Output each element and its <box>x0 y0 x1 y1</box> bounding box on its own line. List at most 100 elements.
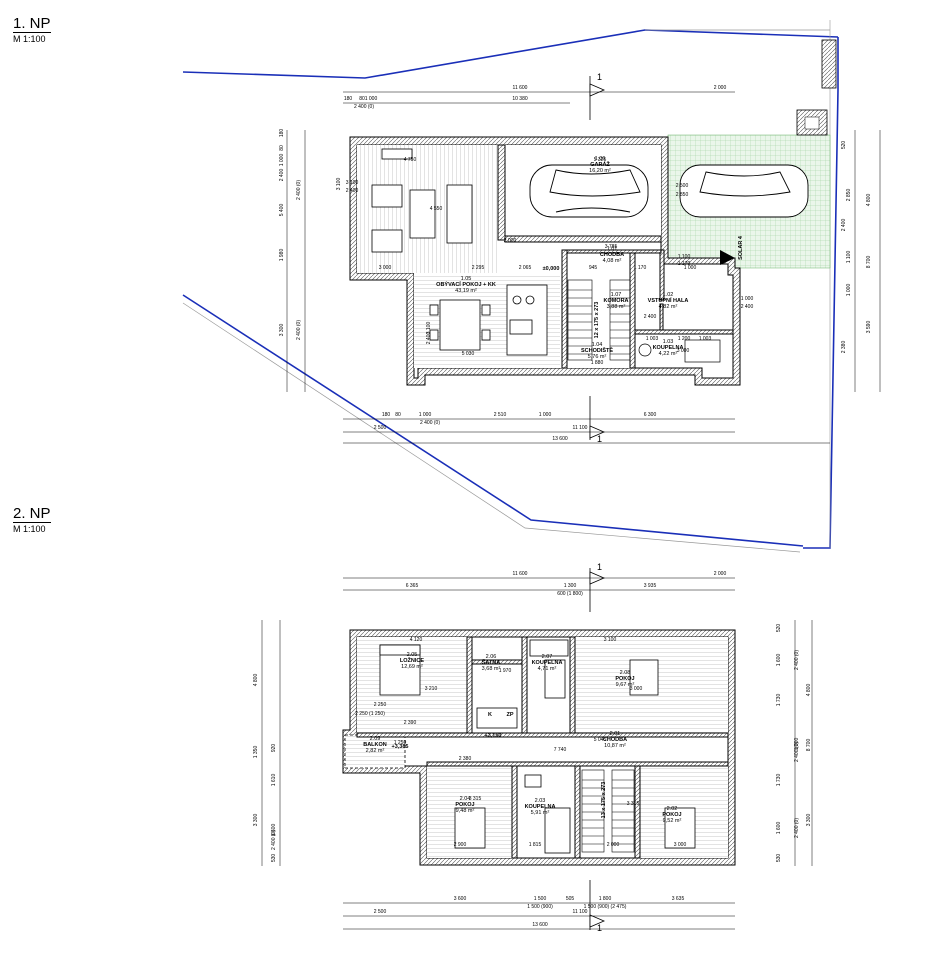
dimension-bottom: 3 600 <box>454 896 467 902</box>
dimension-inner: 3 000 <box>677 348 690 354</box>
dimension-inner: 1 170 <box>634 265 647 271</box>
dimension-inner: 4 750 <box>404 157 417 163</box>
room-area: 2,82 m² <box>366 748 385 754</box>
dimension-bottom: 180 <box>382 412 391 418</box>
room-name: POKOJ <box>455 802 474 808</box>
section-label: 1 <box>597 72 602 82</box>
room-area: 43,19 m² <box>455 288 477 294</box>
dimension-inner: 2 065 <box>519 265 532 271</box>
dimension-left: 3 300 <box>253 814 259 827</box>
dimension-bottom: 3 635 <box>672 896 685 902</box>
room-code: 1.07 <box>611 292 622 298</box>
dimension-inner: 1 250 <box>394 740 407 746</box>
floor-1-section-marker-top: 1 <box>589 72 606 120</box>
dimension-top: 11 600 <box>513 571 528 577</box>
dimension-bottom: 1 500 (900) <box>527 904 553 910</box>
dimension-inner: 2 500 <box>676 183 689 189</box>
room-area: 4,71 m² <box>538 666 557 672</box>
dimension-left: 2 400 <box>426 332 432 345</box>
dimension-top: 11 600 <box>513 85 528 91</box>
floor-1-title-block: 1. NP M 1:100 <box>13 16 51 44</box>
dimension-left: 80 <box>279 145 285 151</box>
dimension-bottom: 13 600 <box>552 436 568 442</box>
room-code: 1.01 <box>607 246 618 252</box>
dimension-right: 8 700 <box>866 256 872 269</box>
plan-label: +3,150 <box>485 733 502 739</box>
dimension-right: 1 000 <box>794 738 800 751</box>
dimension-left: 3 300 <box>279 324 285 337</box>
dimension-inner: 7 740 <box>554 747 567 753</box>
dimension-inner: 3 315 <box>627 801 640 807</box>
room-code: 1.04 <box>592 342 603 348</box>
room-code: 1.05 <box>461 276 472 282</box>
room-code: 1.03 <box>663 339 674 345</box>
dimension-left: 1 610 <box>271 774 277 787</box>
dimension-bottom: 2 500 <box>374 425 387 431</box>
dimension-left: 2 400 <box>279 169 285 182</box>
room-area: 9,52 m² <box>663 818 682 824</box>
dimension-inner: 3 100 <box>604 637 617 643</box>
dimension-left: 2 400 (0) <box>296 180 302 200</box>
garage-car <box>529 164 649 218</box>
floor-2-staircase <box>581 769 635 853</box>
dimension-right: 530 <box>776 854 782 863</box>
room-name: POKOJ <box>615 676 634 682</box>
room-code: 2.05 <box>407 652 418 658</box>
dimension-left: 4 800 <box>253 674 259 687</box>
dimension-bottom: 1 000 <box>539 412 552 418</box>
dimension-inner: 1 100 <box>678 254 691 260</box>
site-boundary-right <box>803 37 839 549</box>
dimension-right: 8 700 <box>806 739 812 752</box>
dimension-left: 530 <box>271 854 277 863</box>
dimension-inner: 3 000 <box>674 842 687 848</box>
room-name: VSTUPNÍ HALA <box>648 296 689 304</box>
room-code: 2.04 <box>460 796 471 802</box>
dimension-top: 6 365 <box>406 583 419 589</box>
section-label: 1 <box>597 562 602 572</box>
dimension-top: 10 380 <box>512 96 528 102</box>
room-name: KOUPELNA <box>653 345 684 351</box>
balcony <box>344 734 406 769</box>
room-code: 2.03 <box>535 798 546 804</box>
dimension-inner: 1 815 <box>529 842 542 848</box>
dimension-inner: 3 000 <box>379 265 392 271</box>
dimension-right: 1 000 <box>846 284 852 297</box>
room-name: OBÝVACÍ POKOJ + KK <box>436 280 496 288</box>
dimension-bottom: 1 500 (900) (2 475) <box>584 904 627 910</box>
dimension-inner: 2 295 <box>472 265 485 271</box>
floor-2-title-block: 2. NP M 1:100 <box>13 506 51 534</box>
dimension-bottom: 2 500 <box>374 909 387 915</box>
site-boundary-top <box>182 29 839 79</box>
dimension-left: 2 400 (0) <box>296 320 302 340</box>
dimension-inner: 2 390 <box>404 720 417 726</box>
dimension-top: 180 <box>344 96 353 102</box>
dimension-inner: 2 400 <box>741 304 754 310</box>
dimension-right: 4 800 <box>806 684 812 697</box>
dimension-inner: 3 785 <box>605 244 618 250</box>
site-boundary-left-outer <box>182 302 801 553</box>
dimension-top: 2 400 (0) <box>354 104 374 110</box>
dimension-right: 2 380 <box>841 341 847 354</box>
dimension-inner: 2 380 <box>459 756 472 762</box>
room-code: 1.06 <box>595 156 606 162</box>
dimension-inner: 1 970 <box>499 668 512 674</box>
dimension-left: 2 400 (0) <box>271 830 277 850</box>
dimension-right: 2 850 <box>846 189 852 202</box>
dimension-inner: 1 003 <box>699 336 712 342</box>
dimension-bottom: 505 <box>566 896 575 902</box>
dimension-inner: 3 000 <box>630 686 643 692</box>
dimension-top: 3 935 <box>644 583 657 589</box>
room-name: SCHODIŠTĚ <box>581 346 613 354</box>
room-area: 5,76 m² <box>588 354 607 360</box>
plan-label: 13 x 175 x 273 <box>601 782 607 819</box>
floor-1-section-marker-bottom: 1 <box>589 396 606 444</box>
room-area: 16,20 m² <box>589 168 611 174</box>
plan-label: 12 x 175 x 273 <box>594 302 600 339</box>
dimension-left: 3 100 <box>426 322 432 335</box>
dimension-top: 80 <box>359 96 365 102</box>
plan-label: +3,385 <box>392 744 409 750</box>
floor-2-scale: M 1:100 <box>13 522 51 534</box>
floor-2-furniture <box>379 639 696 854</box>
room-name: LOŽNICE <box>400 656 424 664</box>
